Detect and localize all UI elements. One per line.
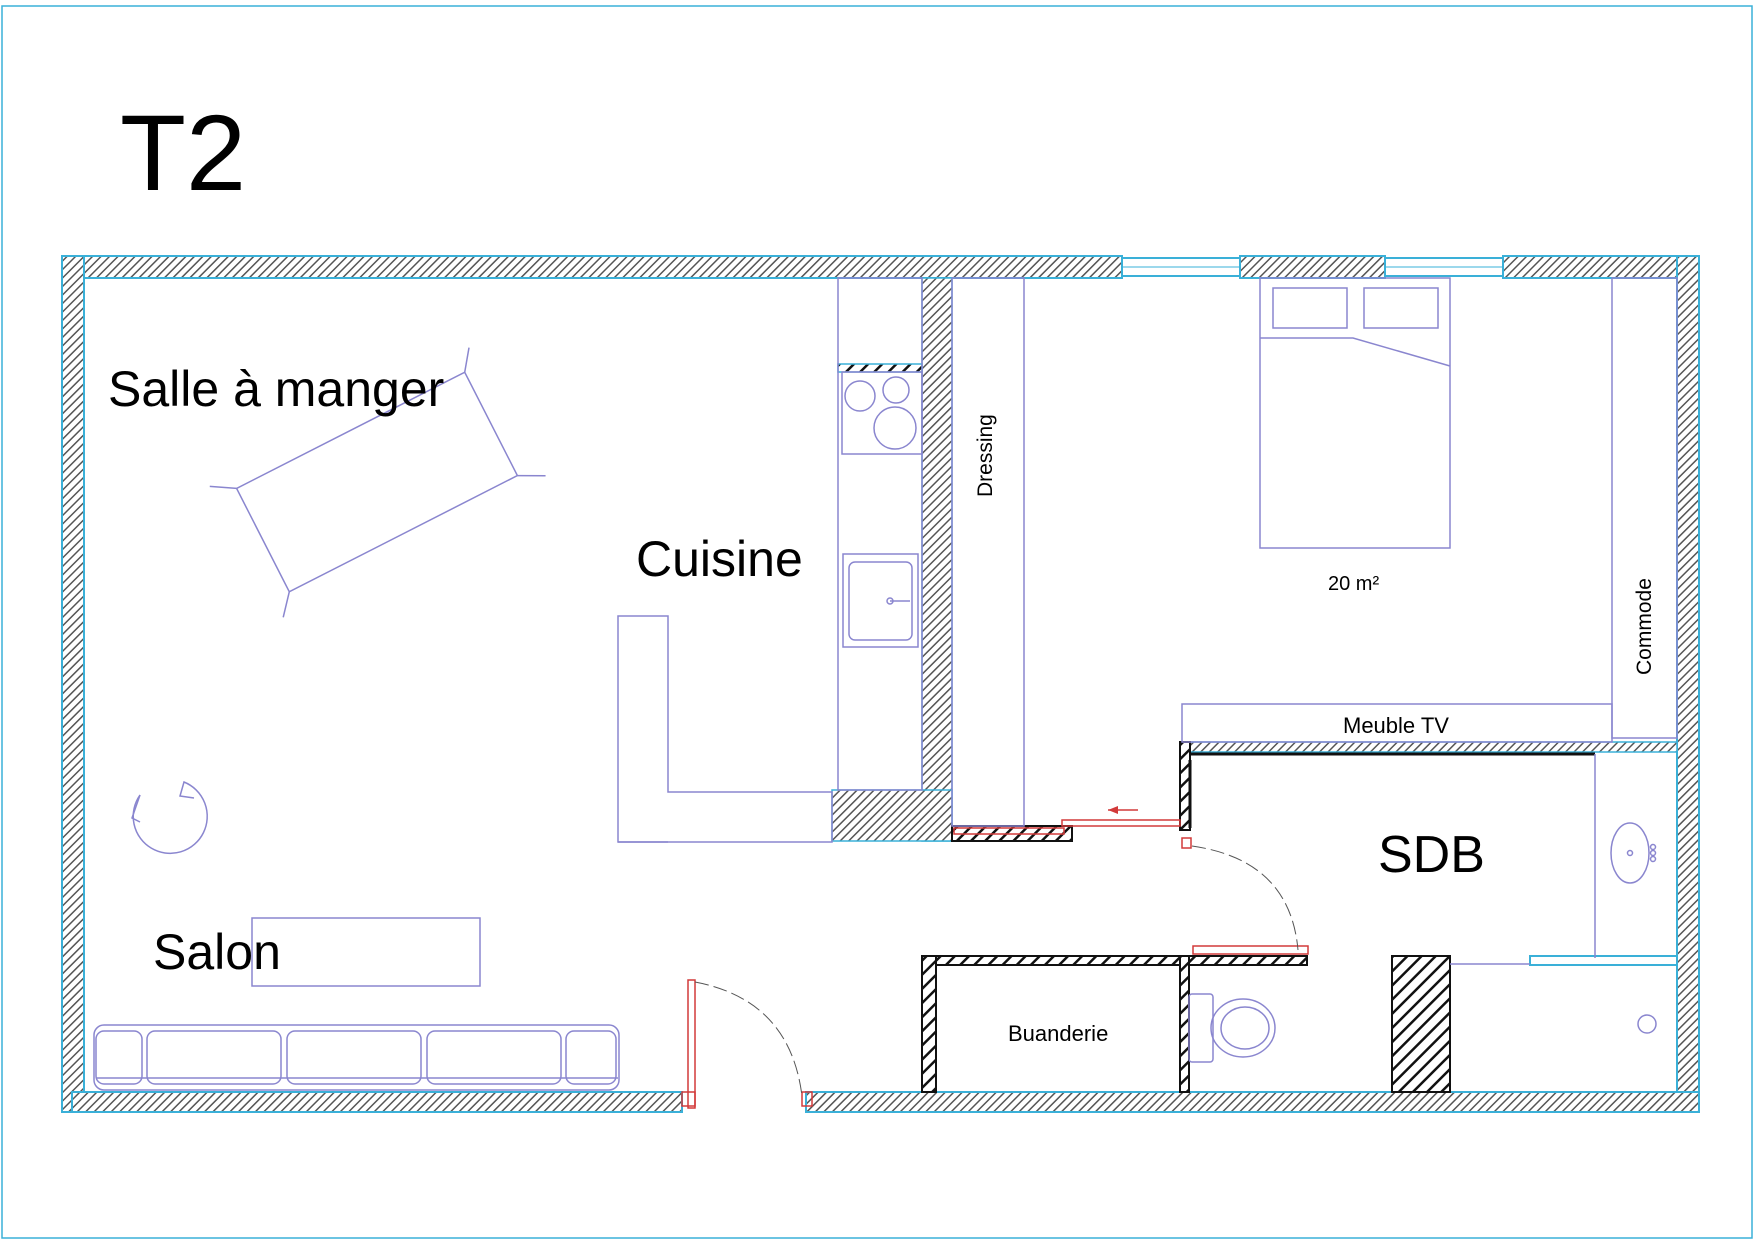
dining-table [209, 347, 546, 618]
hob [841, 371, 923, 455]
dressing [951, 277, 1025, 827]
label-kitchen: Cuisine [636, 531, 803, 587]
shower-drain [1637, 1014, 1657, 1034]
sink [842, 553, 919, 648]
bed [1259, 277, 1451, 549]
sliding-door [953, 827, 1065, 835]
coffee-table [251, 917, 481, 987]
kitchen-counter [617, 615, 833, 843]
label-commode: Commode [1633, 578, 1656, 675]
label-bathroom: SDB [1378, 826, 1485, 884]
bathroom-door [1181, 837, 1192, 849]
kitchen-worktop [837, 277, 923, 791]
plan-title: T2 [120, 92, 246, 213]
windows [1121, 257, 1504, 277]
entrance-door [687, 979, 696, 1109]
sofa [93, 1024, 620, 1091]
label-bedroom-area: 20 m² [1328, 573, 1379, 595]
doors [681, 806, 1309, 1109]
tv-unit [1181, 703, 1613, 743]
commode [1611, 277, 1678, 739]
interior-walls [831, 277, 1678, 1093]
label-dining: Salle à manger [108, 361, 444, 417]
label-tv-unit: Meuble TV [1343, 713, 1449, 738]
washbasin [1610, 822, 1657, 884]
furniture [93, 277, 1678, 1091]
toilet [1188, 993, 1276, 1063]
label-living: Salon [153, 924, 281, 980]
stool [132, 780, 208, 855]
page-frame [1, 5, 1753, 1239]
label-dressing: Dressing [974, 414, 997, 497]
label-laundry: Buanderie [1008, 1021, 1108, 1046]
